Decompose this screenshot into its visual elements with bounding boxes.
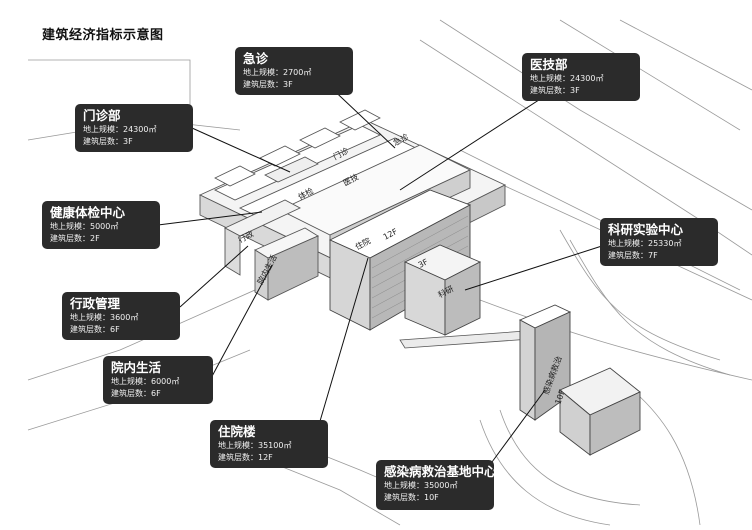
callout-name: 行政管理 [70, 296, 121, 311]
callout-floors: 建筑层数：2F [50, 234, 100, 243]
callout-name: 健康体检中心 [50, 205, 126, 220]
callout-area: 地上规模：3600㎡ [70, 313, 139, 322]
callout-area: 地上规模：35100㎡ [218, 441, 292, 450]
callout-floors: 建筑层数：3F [83, 137, 133, 146]
callout-name: 住院楼 [218, 424, 256, 439]
callout-admin: 行政管理 地上规模：3600㎡ 建筑层数：6F [62, 292, 180, 340]
page-title: 建筑经济指标示意图 [42, 28, 164, 43]
callout-area: 地上规模：5000㎡ [50, 222, 119, 231]
callout-floors: 建筑层数：10F [384, 493, 439, 502]
callout-floors: 建筑层数：6F [111, 389, 161, 398]
callout-medtech: 医技部 地上规模：24300㎡ 建筑层数：3F [522, 53, 640, 101]
callout-floors: 建筑层数：3F [530, 86, 580, 95]
callout-floors: 建筑层数：6F [70, 325, 120, 334]
callout-name: 门诊部 [83, 108, 121, 123]
callout-outpatient: 门诊部 地上规模：24300㎡ 建筑层数：3F [75, 104, 193, 152]
callout-area: 地上规模：35000㎡ [384, 481, 458, 490]
callout-name: 急诊 [243, 51, 269, 66]
callout-infection-center: 感染病救治基地中心 地上规模：35000㎡ 建筑层数：10F [376, 460, 497, 510]
callout-inpatient: 住院楼 地上规模：35100㎡ 建筑层数：12F [210, 420, 328, 468]
callout-health-check: 健康体检中心 地上规模：5000㎡ 建筑层数：2F [42, 201, 160, 249]
callout-name: 感染病救治基地中心 [384, 464, 497, 479]
callout-area: 地上规模：2700㎡ [243, 68, 312, 77]
research-block [403, 244, 482, 336]
callout-name: 科研实验中心 [608, 222, 684, 237]
callout-area: 地上规模：24300㎡ [83, 125, 157, 134]
callout-area: 地上规模：6000㎡ [111, 377, 180, 386]
outpatient-wings [214, 109, 381, 187]
callout-emergency: 急诊 地上规模：2700㎡ 建筑层数：3F [235, 47, 353, 95]
site-roads [27, 19, 752, 526]
map-label-research-top: 3F [417, 257, 430, 270]
callout-name: 院内生活 [111, 360, 162, 375]
callout-floors: 建筑层数：3F [243, 80, 293, 89]
admin-staff-block [223, 199, 319, 301]
callout-staff-living: 院内生活 地上规模：6000㎡ 建筑层数：6F [103, 356, 213, 404]
callout-floors: 建筑层数：7F [608, 251, 658, 260]
infection-center-block [518, 304, 641, 456]
callout-name: 医技部 [530, 57, 568, 72]
callout-area: 地上规模：24300㎡ [530, 74, 604, 83]
callout-research: 科研实验中心 地上规模：25330㎡ 建筑层数：7F [600, 218, 718, 266]
callout-floors: 建筑层数：12F [218, 453, 273, 462]
callout-area: 地上规模：25330㎡ [608, 239, 682, 248]
